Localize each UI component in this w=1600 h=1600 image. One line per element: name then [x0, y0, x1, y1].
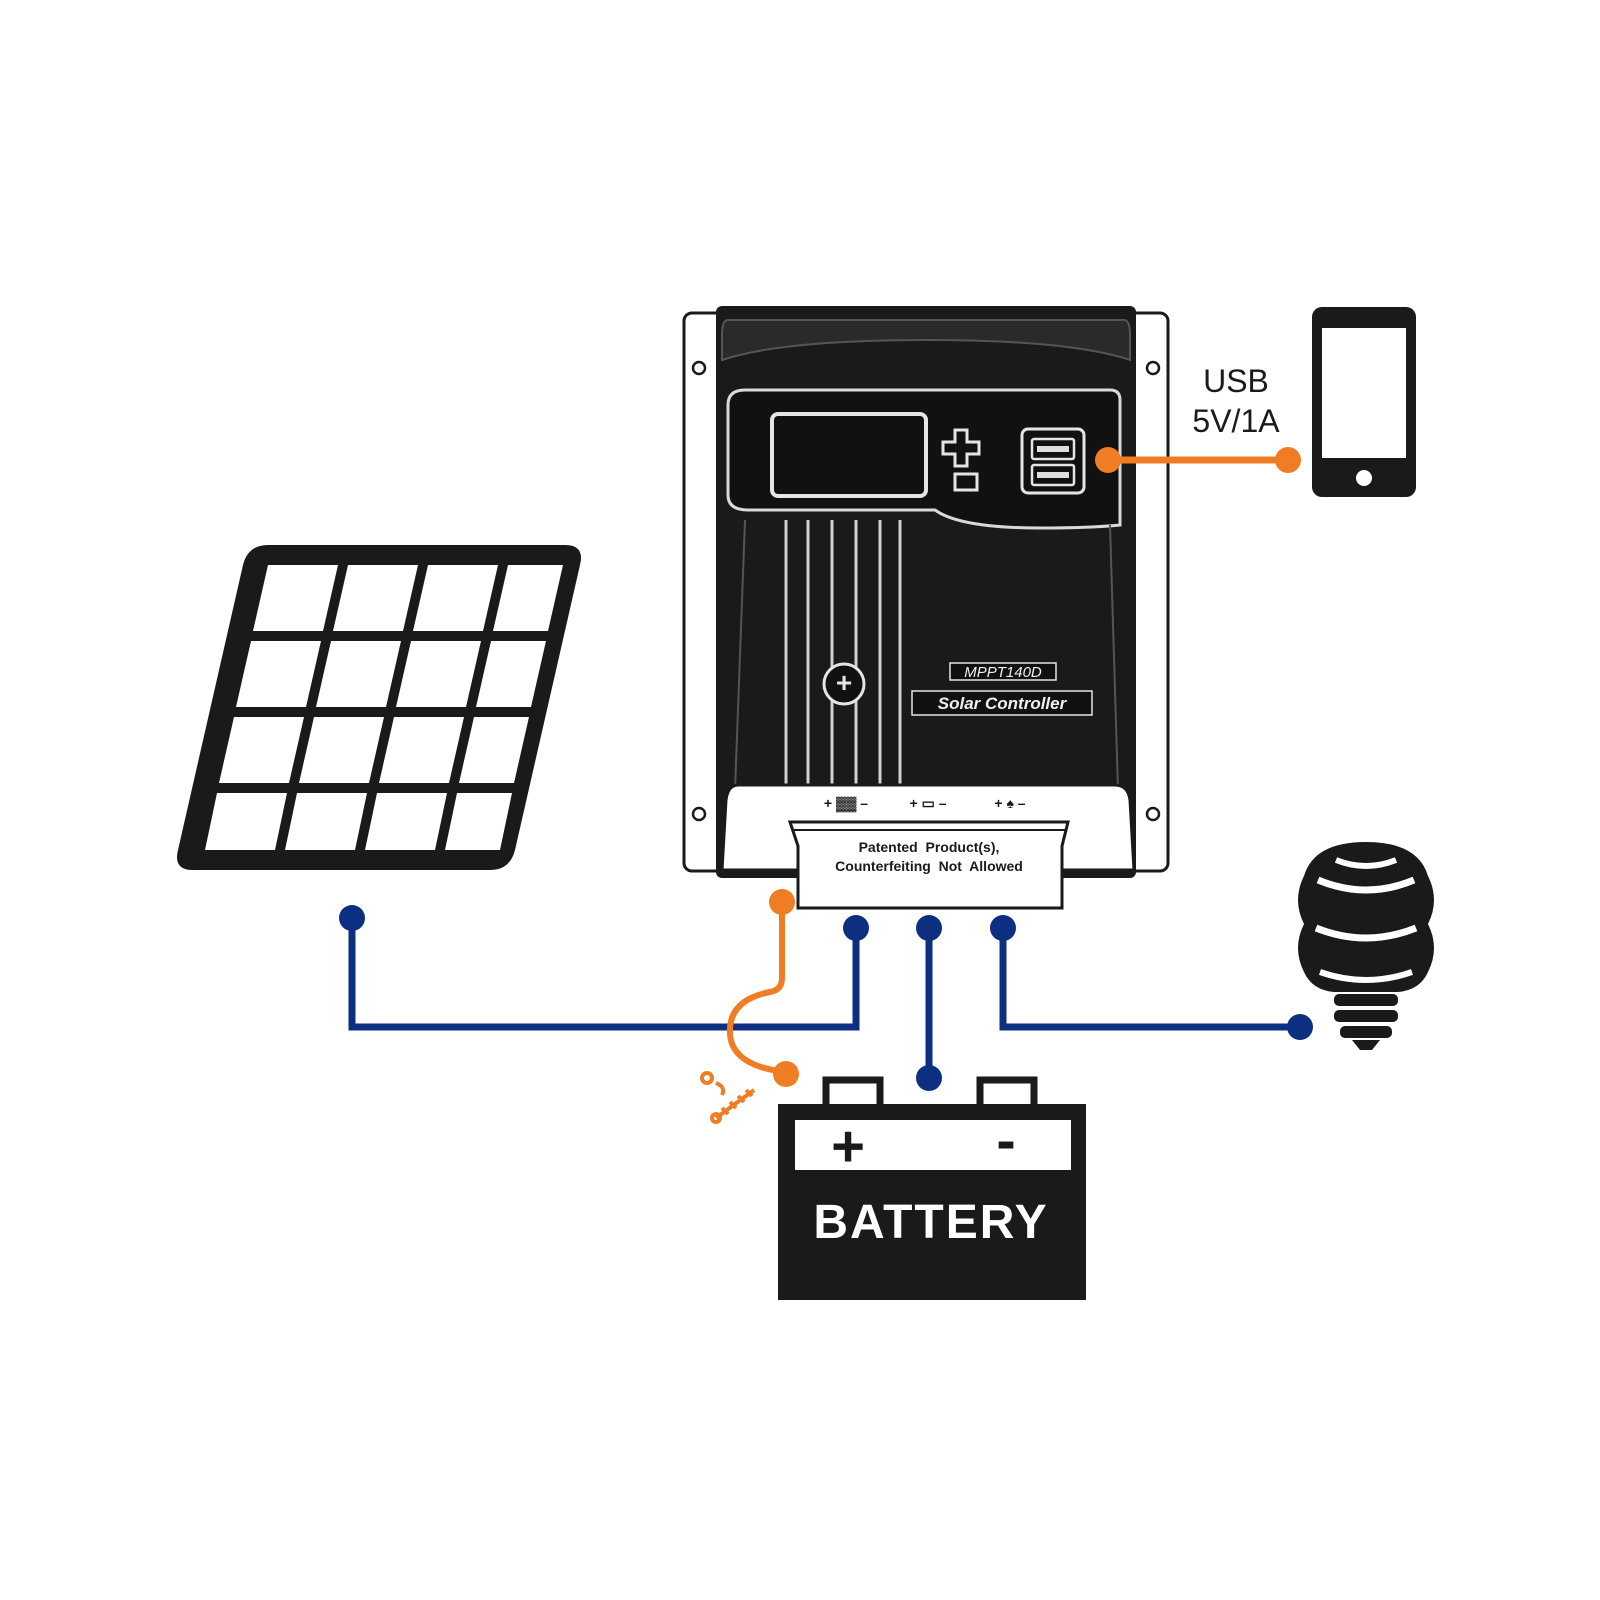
battery-plus-label: +: [831, 1114, 865, 1179]
terminal-label-battery: + ▭ –: [910, 795, 947, 811]
mount-hole: [691, 360, 707, 376]
light-bulb-icon: [1298, 842, 1434, 1050]
notice-line-1: Patented Product(s),: [859, 839, 1000, 855]
solar-wire-terminal: [339, 905, 365, 931]
phone-icon: [1312, 307, 1416, 497]
heatsink-fins: [784, 520, 902, 790]
plus-emblem-icon: [822, 662, 866, 706]
battery-minus-label: -: [996, 1108, 1015, 1173]
set-button[interactable]: [953, 472, 979, 492]
terminal-label-solar: + ▓▓ –: [824, 795, 868, 813]
notice-line-2: Counterfeiting Not Allowed: [835, 858, 1023, 874]
charge-controller: + MPPT140D Solar Controller + ▓▓ – + ▭ –…: [682, 306, 1170, 910]
terminal-label-load: + ♠ –: [994, 795, 1025, 811]
load-wire: [990, 915, 1313, 1040]
battery-wire: [916, 915, 942, 1091]
solar-wire: [348, 918, 860, 1031]
battery-label: BATTERY: [813, 1196, 1048, 1249]
product-name: Solar Controller: [938, 694, 1068, 713]
solar-panel-icon: [177, 545, 581, 870]
mount-hole: [1145, 806, 1161, 822]
usb-rating: 5V/1A: [1192, 403, 1280, 439]
model-label: MPPT140D: [964, 664, 1042, 681]
controller-solar-terminal: [843, 915, 869, 941]
usb-ports: [1020, 427, 1086, 495]
mount-hole: [691, 806, 707, 822]
usb-label: USB: [1203, 363, 1269, 399]
mount-hole: [1145, 360, 1161, 376]
temperature-sensor-icon: [700, 1071, 756, 1124]
usb-wire: [1095, 447, 1301, 473]
svg-text:+: +: [836, 667, 852, 698]
battery-icon: + - BATTERY: [778, 1076, 1086, 1300]
lcd-display: [770, 412, 928, 498]
plus-button[interactable]: [941, 428, 981, 468]
sensor-wire: [726, 889, 799, 1087]
